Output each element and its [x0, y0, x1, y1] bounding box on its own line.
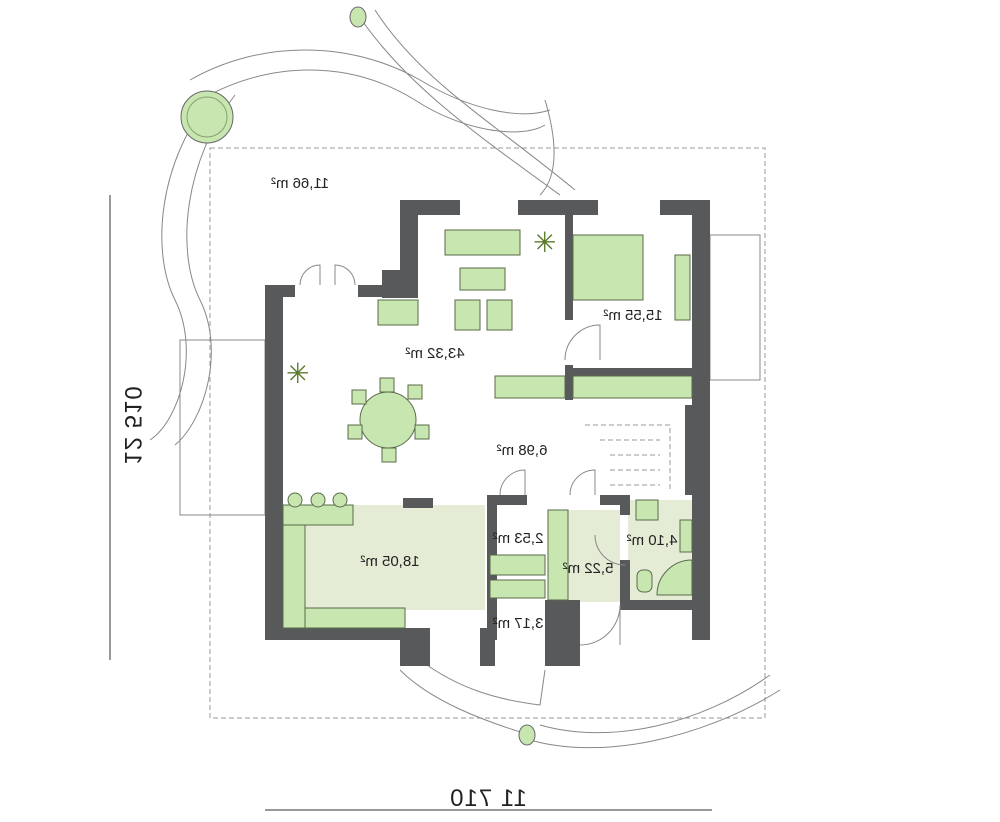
- garden-paths: [149, 9, 781, 749]
- room-area-hall: 6,98 m²: [497, 442, 548, 459]
- room-area-bathroom: 4,10 m²: [627, 532, 678, 549]
- shelves: [489, 579, 546, 599]
- tree-icon: [180, 90, 234, 144]
- room-area-pantry: 2,53 m²: [493, 530, 544, 547]
- armchair: [454, 299, 481, 331]
- kitchen-counter: [282, 524, 306, 629]
- shelves: [489, 554, 546, 576]
- tv-cabinet: [377, 299, 419, 326]
- bay-window-outline: [179, 339, 266, 516]
- doors: [299, 264, 626, 646]
- room-area-terrace: 11,66 m²: [271, 175, 329, 192]
- sink: [679, 519, 693, 553]
- room-area-vestibule: 5,22 m²: [563, 560, 614, 577]
- shower: [656, 559, 693, 596]
- room-area-bedroom: 15,55 m²: [603, 307, 662, 324]
- kitchen-bar: [282, 504, 354, 526]
- entrance-steps: [709, 234, 761, 381]
- plant-icon: ✳: [286, 358, 309, 389]
- tree-icon: [349, 6, 367, 28]
- bed: [572, 234, 644, 301]
- closet: [547, 509, 569, 601]
- furniture: [282, 229, 693, 629]
- staircase: [585, 424, 671, 490]
- wardrobe: [572, 375, 693, 399]
- coffee-table: [459, 267, 506, 291]
- plant-icon: ✳: [533, 227, 556, 258]
- dimension-depth: 12 510: [119, 385, 146, 464]
- dresser: [674, 254, 691, 321]
- toilet: [636, 569, 653, 593]
- walls: [265, 200, 710, 666]
- armchair: [486, 299, 513, 331]
- dimension-width: 11 710: [449, 785, 527, 812]
- washer: [635, 499, 659, 521]
- room-area-boiler: 3,17 m²: [493, 615, 544, 632]
- kitchen-counter: [304, 607, 406, 629]
- wardrobe: [494, 375, 566, 399]
- terrace-outline: [209, 147, 766, 719]
- room-area-kitchen: 18,05 m²: [360, 553, 419, 570]
- tree-icon: [518, 724, 536, 746]
- sofa: [444, 229, 521, 256]
- room-area-living: 43,32 m²: [405, 345, 464, 362]
- dining-table: [359, 391, 417, 449]
